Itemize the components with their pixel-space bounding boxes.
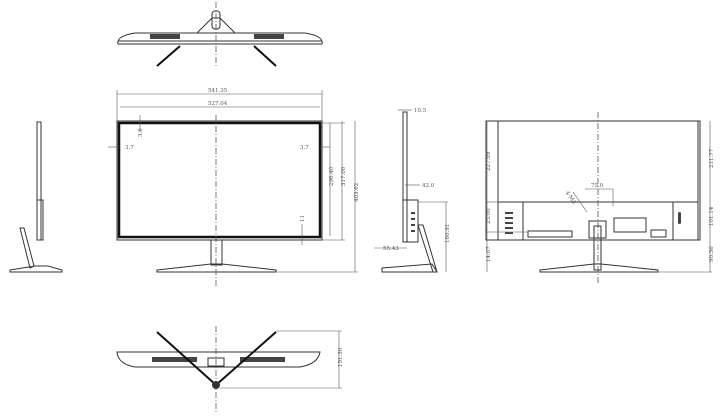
dim-back-middle: 25.00 <box>486 208 492 224</box>
dim-thickness-top: 10.5 <box>414 108 427 114</box>
bottom-view: 151.30 <box>116 326 344 412</box>
dim-overall-height: 403.62 <box>354 183 360 202</box>
dim-stand-height-side: 180.91 <box>445 224 451 243</box>
front-view: 541.35 527.04 3.6 3.7 3.7 11 296.40 317.… <box>108 88 360 288</box>
dim-vesa-spacing: 75.0 <box>591 183 604 189</box>
dim-left-bezel: 3.7 <box>125 145 134 151</box>
dim-right-bottom: 90.36 <box>709 246 715 262</box>
dim-body-height: 317.00 <box>341 166 347 186</box>
back-view: 75.0 4-M4 227.99 25.00 14.07 211.77 101.… <box>485 112 715 285</box>
dim-back-upper: 227.99 <box>486 151 492 171</box>
right-side-view: 10.5 42.0 55.43 180.91 <box>374 108 451 273</box>
dim-back-bottom: 14.07 <box>486 246 492 262</box>
top-view <box>117 2 323 67</box>
dim-right-middle: 101.14 <box>709 206 715 226</box>
label-vesa-screws: 4-M4 <box>564 190 578 206</box>
dim-bottom-bezel: 11 <box>300 215 306 222</box>
dim-thickness-bottom: 42.0 <box>422 183 435 189</box>
dim-right-bezel: 3.7 <box>300 145 309 151</box>
dim-top-bezel: 3.6 <box>138 128 144 137</box>
left-side-view <box>9 121 63 273</box>
dim-stand-offset: 55.43 <box>383 246 399 252</box>
dim-panel-width: 527.04 <box>208 101 228 107</box>
dim-panel-height: 296.40 <box>329 166 335 186</box>
dim-stand-depth: 151.30 <box>338 347 344 367</box>
dim-right-upper: 211.77 <box>709 148 715 168</box>
dim-overall-width: 541.35 <box>208 88 228 94</box>
